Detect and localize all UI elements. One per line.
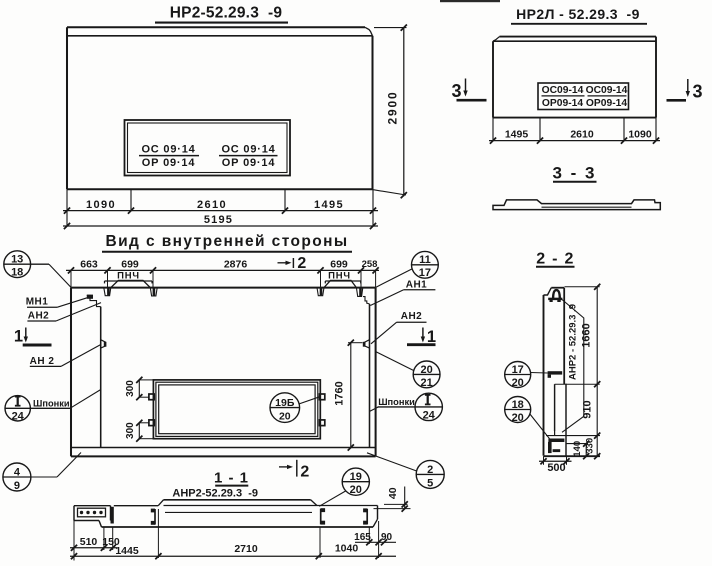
- svg-text:2876: 2876: [224, 259, 248, 271]
- svg-text:1: 1: [14, 328, 23, 346]
- svg-text:20: 20: [512, 377, 524, 389]
- svg-text:2: 2: [300, 464, 309, 481]
- svg-text:АН2: АН2: [401, 311, 423, 322]
- svg-text:АНР2 - 52.29.3 .9: АНР2 - 52.29.3 .9: [568, 304, 579, 380]
- svg-text:18: 18: [512, 399, 524, 411]
- svg-text:20: 20: [350, 484, 362, 496]
- svg-text:90: 90: [381, 532, 393, 543]
- svg-text:500: 500: [547, 462, 565, 474]
- svg-text:663: 663: [80, 259, 98, 271]
- svg-text:1495: 1495: [505, 128, 529, 140]
- svg-text:МН1: МН1: [26, 297, 49, 308]
- svg-text:ОР09-14: ОР09-14: [586, 98, 627, 109]
- svg-text:ПНЧ: ПНЧ: [117, 270, 140, 281]
- svg-text:9: 9: [14, 480, 20, 492]
- svg-text:20: 20: [512, 412, 524, 424]
- svg-text:1: 1: [427, 328, 436, 346]
- svg-text:2610: 2610: [570, 128, 594, 140]
- svg-text:2710: 2710: [234, 543, 258, 555]
- svg-text:150: 150: [102, 536, 120, 548]
- svg-text:Шпонки: Шпонки: [378, 397, 415, 407]
- svg-text:17: 17: [512, 364, 524, 376]
- svg-text:18: 18: [11, 267, 23, 279]
- svg-text:5: 5: [427, 477, 433, 489]
- svg-text:ОР09-14: ОР09-14: [542, 98, 583, 109]
- svg-text:ОС 09·14: ОС 09·14: [221, 144, 275, 156]
- svg-text:1090: 1090: [628, 128, 652, 140]
- svg-text:2: 2: [297, 255, 306, 272]
- svg-text:510: 510: [80, 536, 98, 548]
- svg-text:300: 300: [125, 380, 136, 397]
- svg-text:13: 13: [11, 254, 23, 266]
- svg-text:1 - 1: 1 - 1: [214, 470, 249, 487]
- svg-text:300: 300: [125, 422, 136, 439]
- svg-text:2900: 2900: [386, 91, 400, 125]
- svg-text:ОС09-14: ОС09-14: [586, 85, 628, 96]
- svg-text:3: 3: [692, 82, 702, 102]
- svg-text:17: 17: [419, 267, 431, 279]
- svg-text:165: 165: [354, 532, 371, 543]
- svg-text:5195: 5195: [204, 214, 233, 226]
- svg-text:1090: 1090: [86, 199, 116, 211]
- svg-text:3 - 3: 3 - 3: [552, 164, 596, 183]
- svg-text:АНР2-52.29.3 -9: АНР2-52.29.3 -9: [172, 487, 258, 499]
- svg-text:258: 258: [362, 259, 378, 270]
- svg-text:140: 140: [572, 441, 583, 457]
- svg-text:Вид с внутренней стороны: Вид с внутренней стороны: [106, 233, 349, 250]
- svg-text:699: 699: [330, 259, 348, 271]
- svg-text:ОС 09·14: ОС 09·14: [141, 144, 195, 156]
- svg-text:АН 2: АН 2: [30, 356, 55, 367]
- svg-text:1040: 1040: [335, 543, 359, 555]
- svg-text:20: 20: [420, 364, 432, 376]
- svg-text:40: 40: [387, 487, 399, 499]
- svg-text:699: 699: [121, 259, 139, 271]
- svg-text:2 - 2: 2 - 2: [536, 251, 575, 268]
- svg-text:ПНЧ: ПНЧ: [328, 270, 351, 281]
- svg-text:19: 19: [350, 471, 362, 483]
- svg-text:4: 4: [14, 466, 21, 478]
- svg-text:330: 330: [585, 438, 596, 454]
- svg-text:1495: 1495: [314, 199, 344, 211]
- svg-text:20: 20: [279, 410, 291, 422]
- svg-text:АН2: АН2: [28, 310, 50, 321]
- svg-text:НР2Л - 52.29.3 -9: НР2Л - 52.29.3 -9: [516, 6, 640, 22]
- svg-text:1445: 1445: [115, 545, 139, 557]
- svg-text:2610: 2610: [197, 199, 227, 211]
- svg-text:2: 2: [427, 464, 433, 476]
- svg-text:1760: 1760: [334, 381, 346, 405]
- svg-text:ОС09-14: ОС09-14: [542, 85, 584, 96]
- svg-text:11: 11: [419, 254, 431, 266]
- svg-text:24: 24: [423, 409, 436, 421]
- svg-text:24: 24: [12, 411, 25, 423]
- svg-text:3: 3: [451, 81, 461, 101]
- svg-text:1660: 1660: [581, 323, 593, 347]
- svg-text:Шпонки: Шпонки: [33, 398, 70, 408]
- svg-text:НР2-52.29.3 -9: НР2-52.29.3 -9: [170, 5, 283, 22]
- svg-text:ОР 09·14: ОР 09·14: [142, 157, 196, 169]
- svg-text:АН1: АН1: [406, 279, 428, 290]
- svg-text:910: 910: [582, 400, 594, 418]
- svg-text:ОР 09·14: ОР 09·14: [222, 157, 276, 169]
- svg-text:19Б: 19Б: [275, 397, 295, 409]
- svg-text:21: 21: [420, 377, 432, 389]
